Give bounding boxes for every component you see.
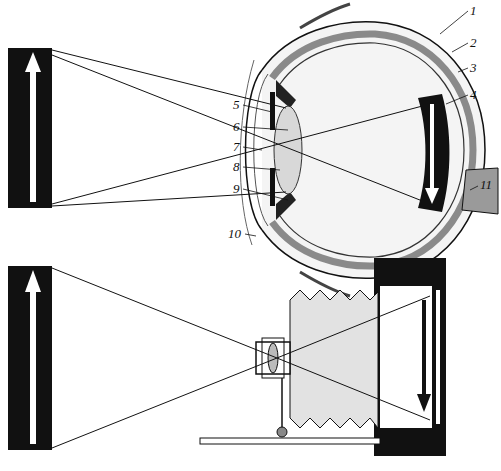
iris: [270, 168, 275, 206]
image-arrowhead: [417, 394, 431, 412]
object-arrow: [30, 290, 36, 444]
camera-back: [374, 258, 446, 456]
ray: [52, 104, 430, 204]
callout-number: 7: [233, 140, 240, 154]
object-panel: [8, 266, 52, 450]
lens: [274, 106, 302, 194]
callout-number: 6: [233, 120, 240, 134]
choroid: [272, 34, 473, 266]
lens-barrel: [256, 342, 290, 374]
image-arrow: [422, 300, 426, 396]
object-panel: [8, 48, 52, 208]
callout-number: 8: [233, 160, 240, 174]
stand: [281, 378, 283, 430]
lens-barrel: [262, 338, 284, 378]
ciliary-body: [276, 192, 296, 220]
ray: [272, 356, 430, 420]
bellows: [290, 290, 378, 428]
leader-lines: [243, 11, 478, 236]
callout-number: 2: [470, 36, 477, 50]
object-arrowhead: [25, 52, 41, 72]
ray: [272, 296, 430, 360]
callout-number: 5: [233, 98, 240, 112]
callout-number: 10: [228, 227, 241, 241]
optic-nerve: [462, 168, 498, 214]
film: [436, 290, 440, 424]
image-arrow: [430, 104, 434, 190]
callout-number: 9: [233, 182, 240, 196]
ray: [52, 55, 430, 204]
object-arrow: [30, 70, 36, 202]
callout-number: 4: [470, 88, 477, 102]
object-arrowhead: [25, 270, 41, 292]
ray: [52, 360, 272, 448]
image-arrowhead: [425, 188, 439, 204]
ray: [52, 268, 272, 356]
callout-number: 1: [470, 4, 477, 18]
retina: [280, 43, 464, 257]
rail: [200, 438, 380, 444]
iris: [270, 92, 275, 130]
ciliary-body: [276, 80, 296, 108]
sclera: [262, 22, 485, 278]
ray: [52, 192, 286, 206]
film-plane: [380, 286, 432, 428]
callout-number: 3: [470, 61, 477, 75]
retinal-image: [418, 94, 450, 212]
knob: [277, 427, 287, 437]
ray: [52, 50, 286, 108]
callout-number: 11: [480, 178, 492, 192]
